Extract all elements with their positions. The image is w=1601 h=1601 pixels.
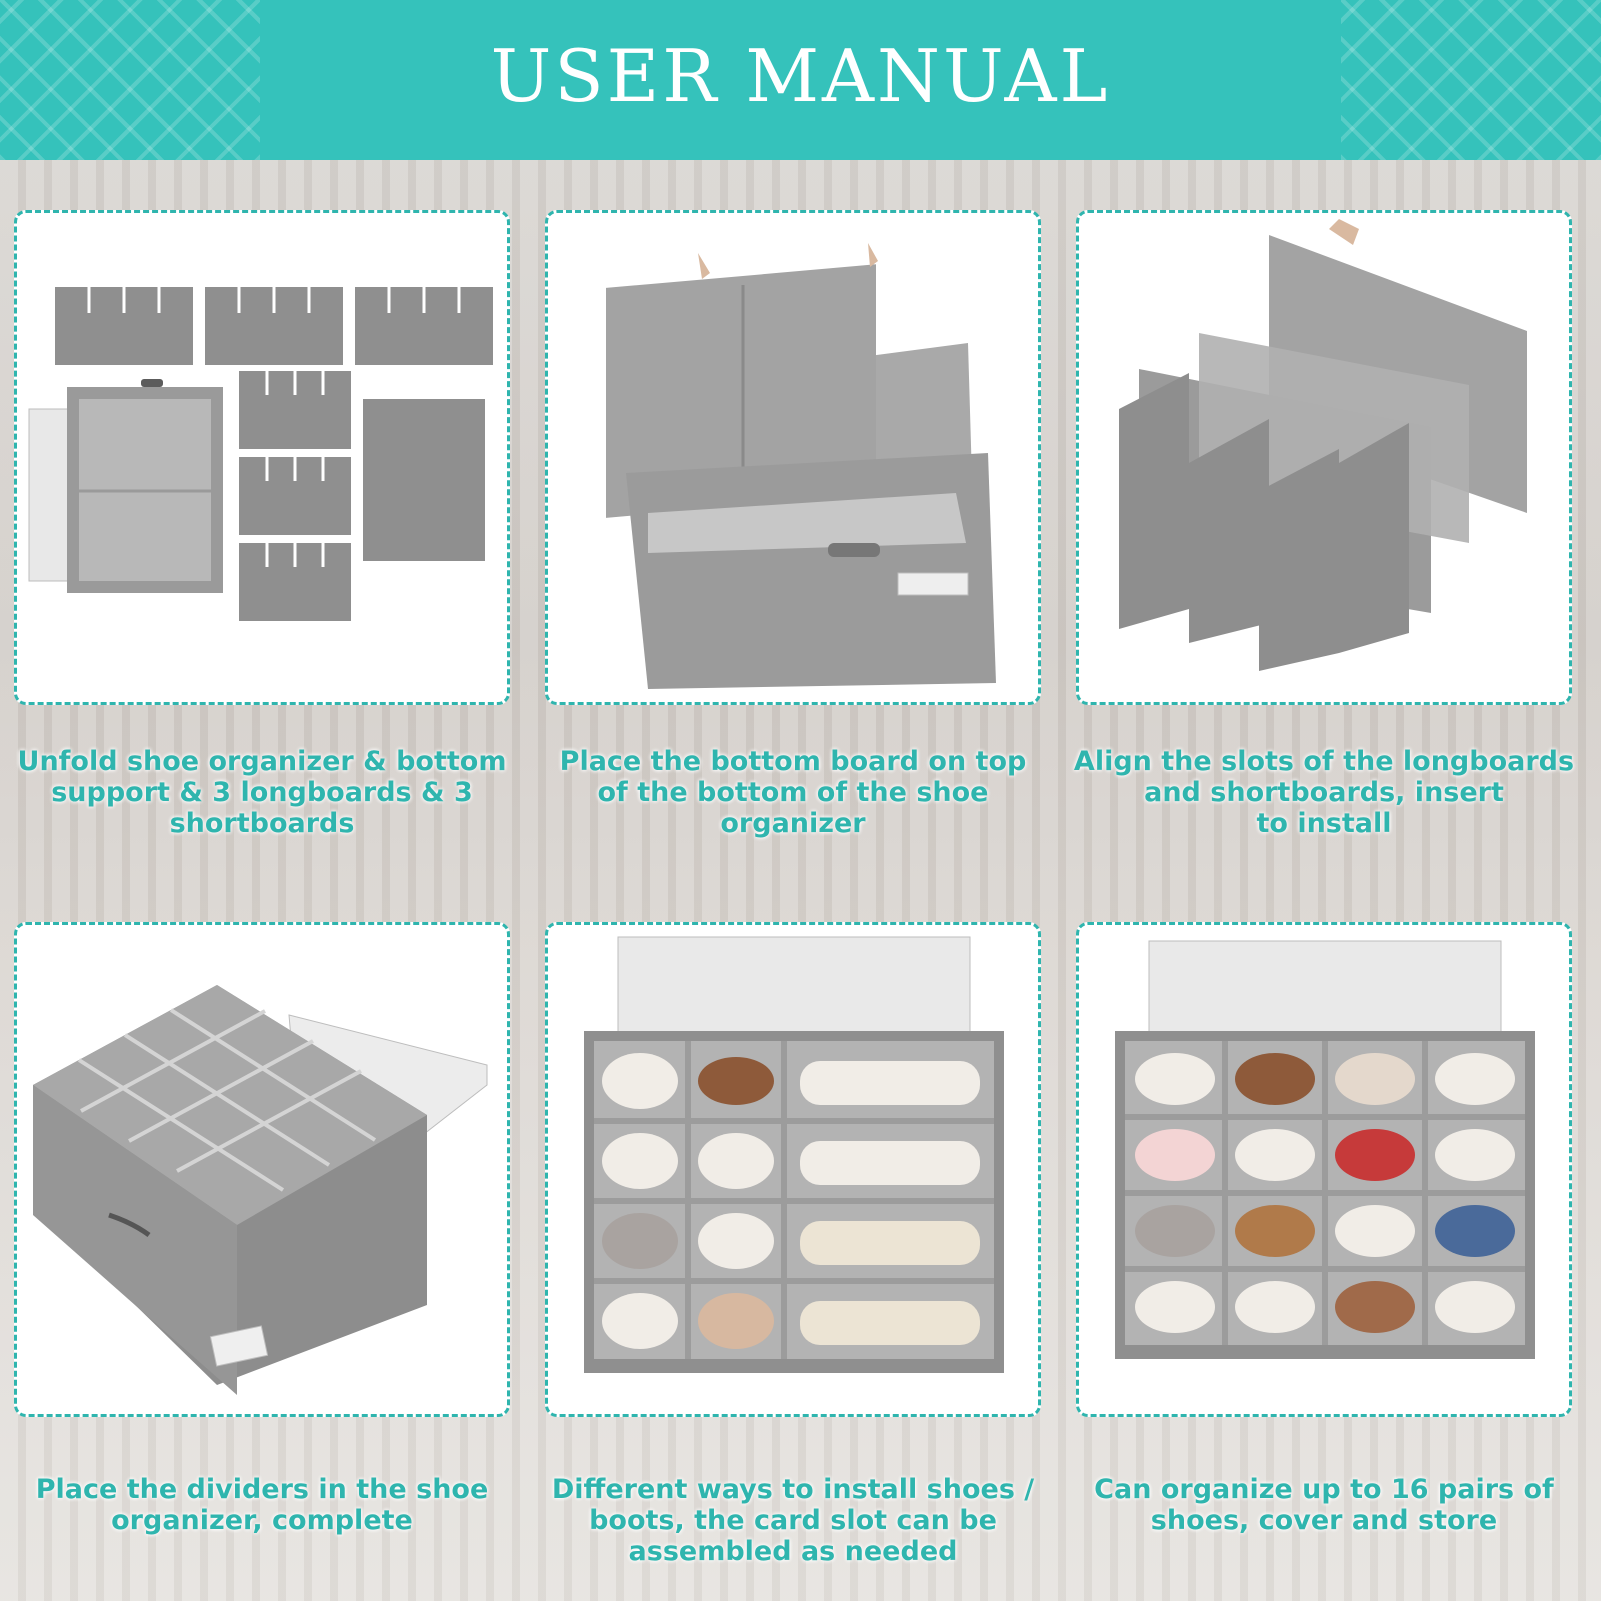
step-1-caption-line-2: support & 3 longboards & 3 [51, 777, 473, 808]
step-1-caption-line-1: Unfold shoe organizer & bottom [17, 746, 507, 777]
header-banner: USER MANUAL [0, 0, 1601, 160]
step-5-image-panel [545, 922, 1041, 1417]
step-1-caption: Unfold shoe organizer & bottom support &… [2, 746, 522, 839]
step-3-caption-line-1: Align the slots of the longboards [1073, 746, 1575, 777]
step-2-caption-line-3: organizer [720, 808, 866, 839]
step-2-caption: Place the bottom board on top of the bot… [533, 746, 1053, 839]
step-4-caption-line-1: Place the dividers in the shoe [35, 1474, 489, 1505]
step-1-caption-line-3: shortboards [169, 808, 355, 839]
bottom-board-illustration [606, 243, 996, 689]
header-pattern-right [1341, 0, 1601, 160]
shoes-mixed-layout-illustration [584, 936, 1004, 1373]
step-2-caption-line-1: Place the bottom board on top [559, 746, 1027, 777]
step-6-caption-line-2: shoes, cover and store [1150, 1505, 1498, 1536]
header-pattern-left [0, 0, 260, 160]
dividers-assembly-illustration [1119, 219, 1527, 671]
step-5-caption-line-1: Different ways to install shoes / [551, 1474, 1035, 1505]
step-1-image-panel [14, 210, 510, 705]
step-2-caption-line-2: of the bottom of the shoe [597, 777, 989, 808]
unfolded-parts-illustration [28, 287, 493, 621]
step-6-image-panel [1076, 922, 1572, 1417]
step-4-caption: Place the dividers in the shoe organizer… [2, 1474, 522, 1536]
step-4-image-panel [14, 922, 510, 1417]
step-6-caption-line-1: Can organize up to 16 pairs of [1094, 1474, 1554, 1505]
step-5-caption: Different ways to install shoes / boots,… [533, 1474, 1053, 1567]
shoes-16-pairs-illustration [1115, 940, 1535, 1359]
step-4-caption-line-2: organizer, complete [111, 1505, 413, 1536]
step-3-image-panel [1076, 210, 1572, 705]
step-5-caption-line-3: assembled as needed [628, 1536, 958, 1567]
page-title: USER MANUAL [490, 34, 1111, 118]
step-6-caption: Can organize up to 16 pairs of shoes, co… [1064, 1474, 1584, 1536]
step-5-caption-line-2: boots, the card slot can be [589, 1505, 997, 1536]
step-3-caption-line-2: and shortboards, insert [1144, 777, 1504, 808]
step-3-caption-line-3: to install [1256, 808, 1392, 839]
step-2-image-panel [545, 210, 1041, 705]
step-3-caption: Align the slots of the longboards and sh… [1064, 746, 1584, 839]
organizer-with-dividers-illustration [33, 985, 488, 1395]
